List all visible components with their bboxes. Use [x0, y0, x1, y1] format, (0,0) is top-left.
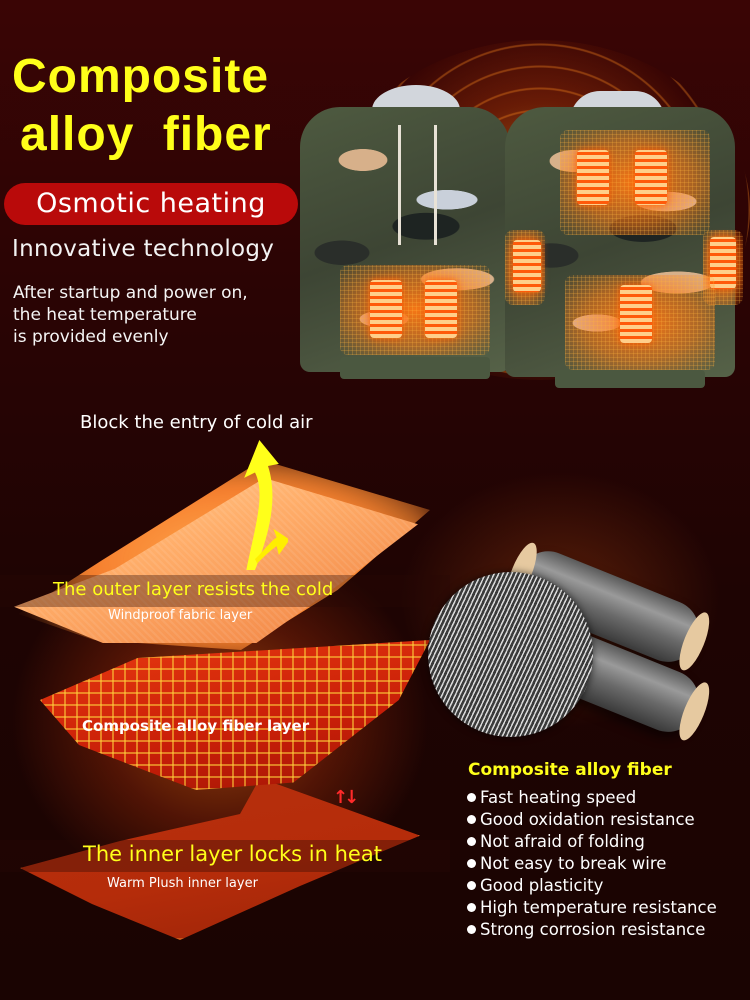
inner-layer-title: The inner layer locks in heat [83, 842, 382, 866]
spool-cap [673, 608, 716, 674]
inner-label-band [0, 840, 450, 872]
hoodie-waistband [340, 357, 490, 379]
heating-coil-icon [370, 280, 402, 338]
fiber-closeup-image [428, 572, 593, 737]
heat-zone [340, 265, 490, 355]
heating-coil-icon [635, 150, 667, 205]
hero-description: After startup and power on, the heat tem… [13, 282, 313, 348]
outer-label-band [0, 575, 450, 607]
bullet-icon [467, 925, 476, 934]
front-hoodie-image [300, 85, 510, 385]
heating-coil-icon [513, 240, 541, 292]
back-hoodie-image [505, 85, 745, 390]
bullet-icon [467, 837, 476, 846]
drawstring-left [398, 125, 401, 245]
hoodie-waistband [555, 370, 705, 388]
composite-alloy-fiber-layer [40, 640, 430, 790]
feature-item: Good plasticity [467, 875, 717, 897]
middle-layer-title: Composite alloy fiber layer [82, 717, 310, 735]
outer-layer-subtitle: Windproof fabric layer [108, 608, 253, 623]
description-line: After startup and power on, [13, 283, 248, 303]
features-title: Composite alloy fiber [468, 760, 672, 780]
feature-item: High temperature resistance [467, 897, 717, 919]
bullet-icon [467, 815, 476, 824]
hero-subtitle: Innovative technology [12, 236, 275, 262]
features-list: Fast heating speed Good oxidation resist… [467, 787, 717, 941]
spool-cap [673, 678, 716, 744]
heating-coil-icon [425, 280, 457, 338]
drawstring-right [434, 125, 437, 245]
heating-coil-icon [577, 150, 609, 205]
title-line-2: alloy fiber [20, 108, 272, 161]
feature-item: Strong corrosion resistance [467, 919, 717, 941]
bullet-icon [467, 793, 476, 802]
feature-item: Good oxidation resistance [467, 809, 717, 831]
bullet-icon [467, 859, 476, 868]
feature-item: Not afraid of folding [467, 831, 717, 853]
page-title: Composite alloy fiber [12, 48, 312, 164]
cold-air-deflect-arrow-icon [244, 440, 288, 570]
description-line: the heat temperature [13, 305, 197, 325]
feature-item: Fast heating speed [467, 787, 717, 809]
description-line: is provided evenly [13, 327, 169, 347]
heating-coil-icon [620, 285, 652, 343]
heat-exchange-arrows-icon: ↑↓ [333, 787, 359, 808]
outer-layer-title: The outer layer resists the cold [53, 579, 334, 600]
osmotic-heating-badge: Osmotic heating [4, 183, 298, 225]
bullet-icon [467, 881, 476, 890]
title-line-1: Composite [12, 50, 270, 103]
bullet-icon [467, 903, 476, 912]
inner-layer-subtitle: Warm Plush inner layer [107, 876, 258, 891]
block-cold-air-headline: Block the entry of cold air [80, 412, 313, 433]
feature-item: Not easy to break wire [467, 853, 717, 875]
